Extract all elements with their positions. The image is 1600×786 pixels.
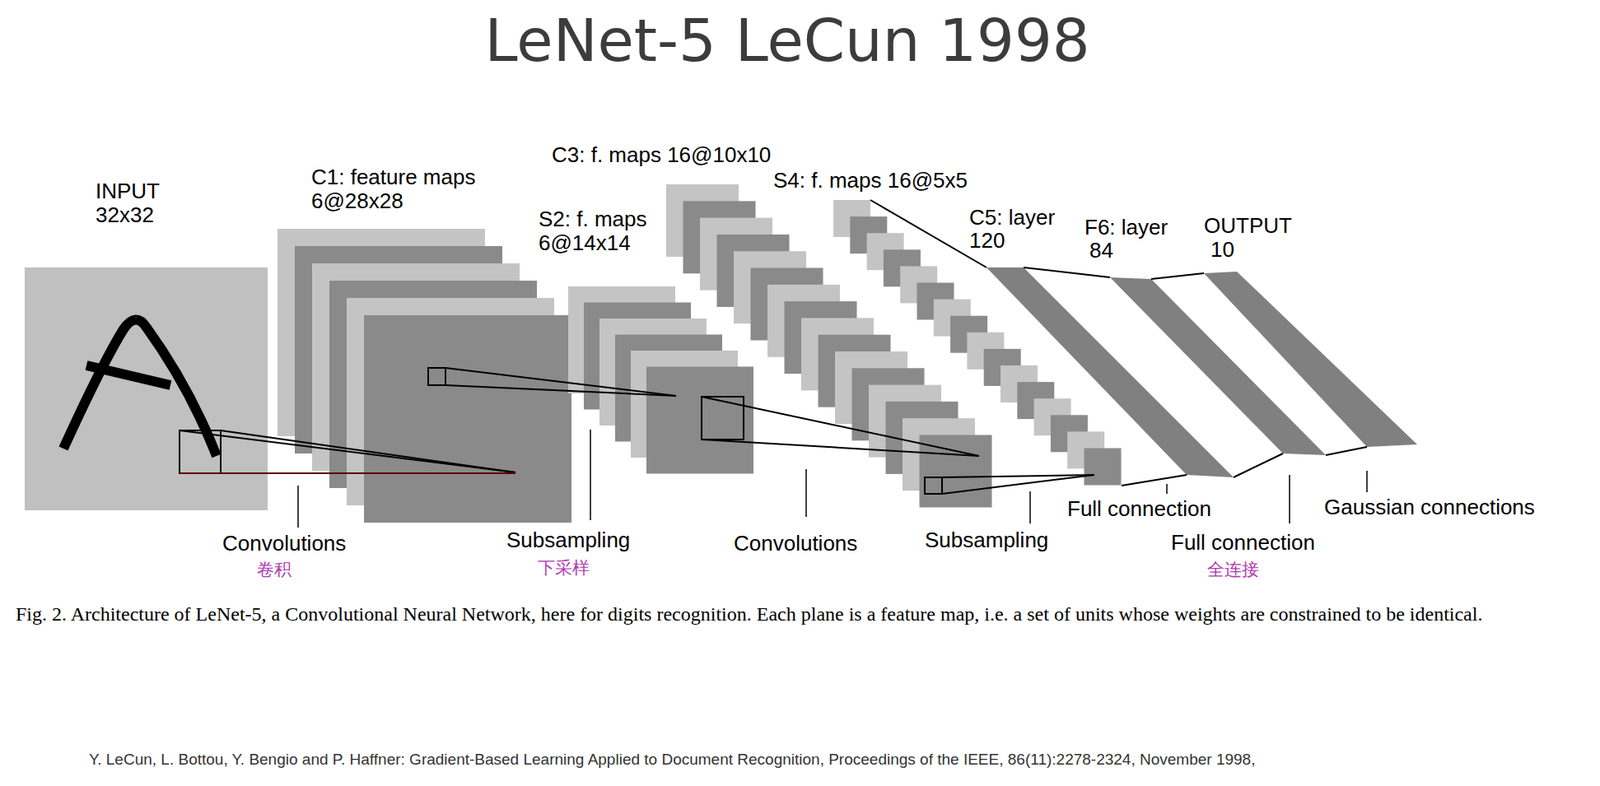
layer-links <box>870 200 1367 486</box>
layer-name: OUTPUT <box>1203 214 1293 239</box>
receptive-fields <box>179 368 1095 495</box>
layer-name: C3: f. maps 16@10x10 <box>551 143 771 168</box>
feature-map-plane <box>646 367 754 475</box>
leader-ticks <box>298 429 1367 528</box>
layer-size: 6@14x14 <box>538 231 631 257</box>
layer-size: 10 <box>1210 237 1235 263</box>
letter-a-stroke <box>63 319 217 457</box>
layer-name: INPUT <box>95 179 160 205</box>
slide-title: LeNet-5 LeCun 1998 <box>484 6 1090 75</box>
layer-name: F6: layer <box>1084 215 1168 241</box>
figure-caption: Fig. 2. Architecture of LeNet-5, a Convo… <box>15 601 1593 628</box>
feature-map-plane <box>1084 448 1122 486</box>
chinese-note: 下采样 <box>537 558 590 579</box>
reference-citation: Y. LeCun, L. Bottou, Y. Bengio and P. Ha… <box>88 751 1255 770</box>
layer-size: 120 <box>969 228 1005 254</box>
chinese-note: 卷积 <box>256 559 292 580</box>
dense-layers <box>986 267 1418 478</box>
layer-size: 6@28x28 <box>311 189 404 215</box>
operation-name: Full connection <box>1067 497 1212 523</box>
layer-name: C1: feature maps <box>311 165 476 191</box>
operation-name: Subsampling <box>924 528 1049 554</box>
layer-size: 32x32 <box>95 203 154 229</box>
operation-name: Convolutions <box>733 531 858 557</box>
layer-name: S4: f. maps 16@5x5 <box>773 168 968 194</box>
layer-name: C5: layer <box>969 205 1055 231</box>
feature-map-plane <box>363 315 572 523</box>
operation-name: Gaussian connections <box>1324 495 1535 521</box>
operation-name: Convolutions <box>222 531 346 557</box>
letter-a-bar <box>86 365 171 386</box>
chinese-note: 全连接 <box>1207 559 1260 580</box>
layer-name: S2: f. maps <box>538 207 648 233</box>
layer-size: 84 <box>1089 238 1114 264</box>
operation-name: Subsampling <box>506 528 630 554</box>
operation-name: Full connection <box>1170 531 1316 556</box>
